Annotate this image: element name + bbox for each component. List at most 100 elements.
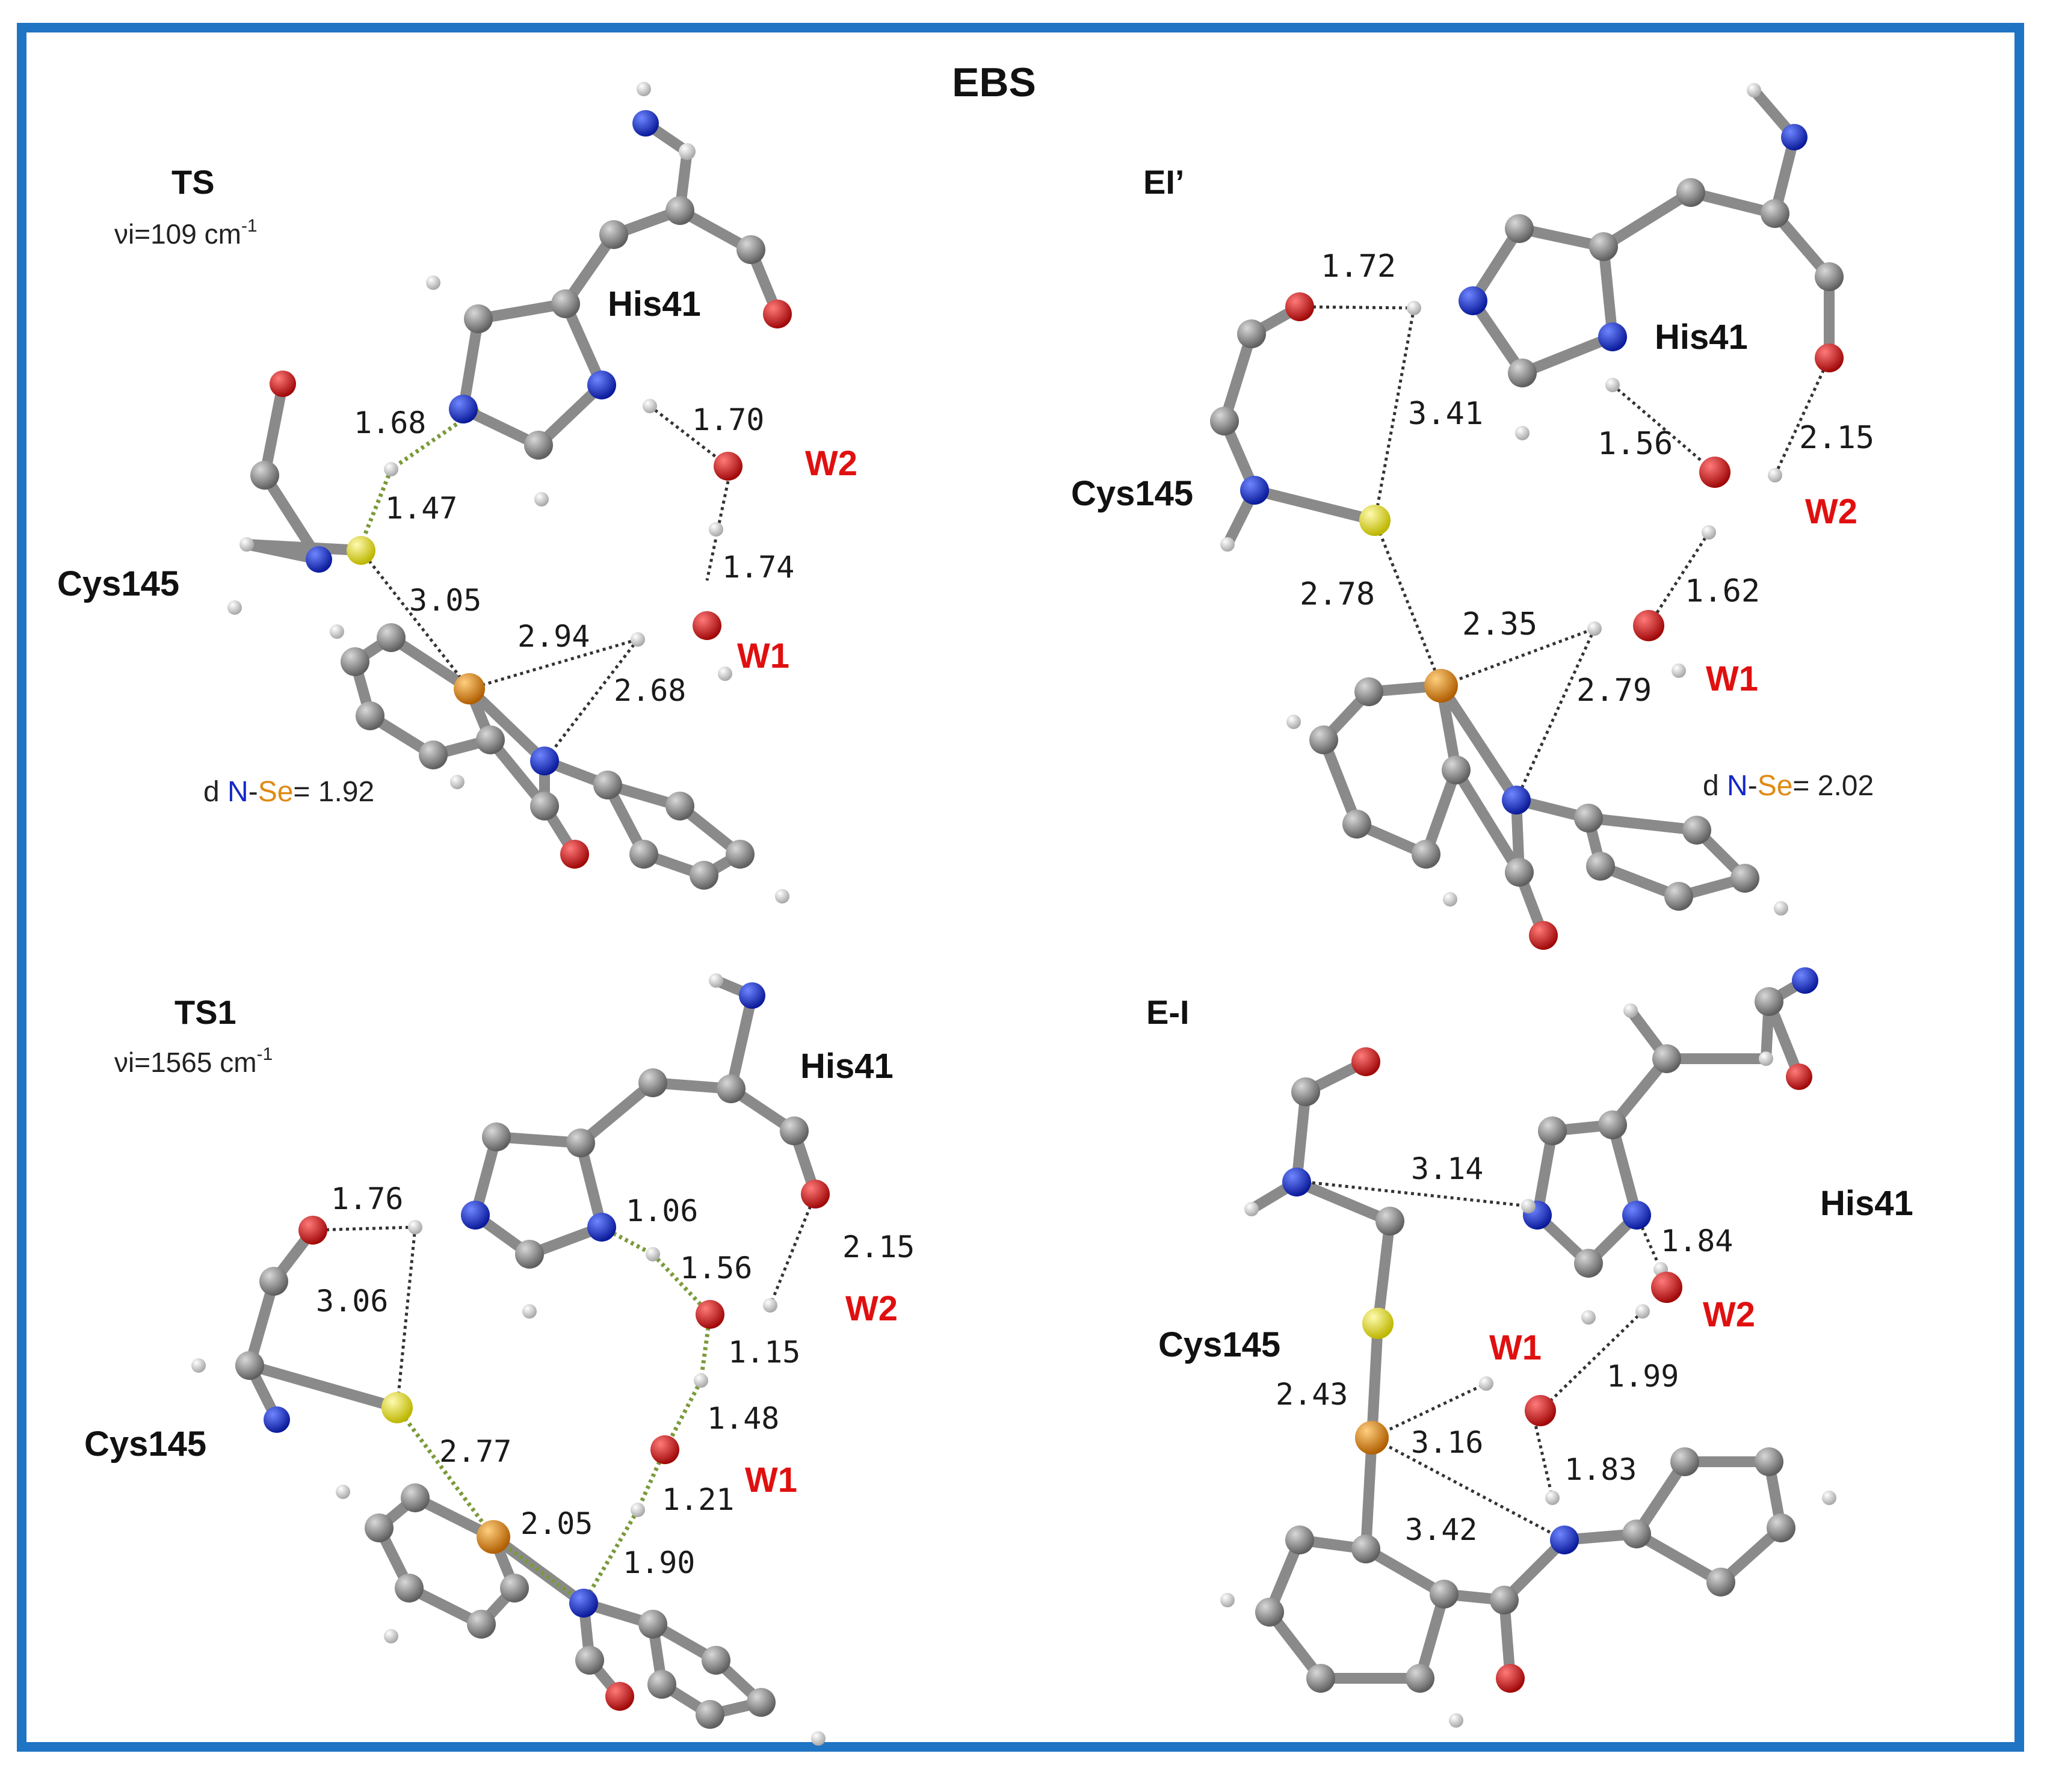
ts-w1-label: W1 [737, 636, 789, 676]
nitrogen-atom [1502, 786, 1531, 814]
hydrogen-bond [395, 1227, 417, 1408]
ts-dist-3: 1.70 [692, 402, 764, 437]
hydrogen-atom [534, 492, 549, 507]
ts1-frequency: νi=1565 cm-1 [114, 1044, 273, 1078]
ei-prime-w2-label: W2 [1805, 492, 1857, 531]
carbon-atom [1755, 1447, 1783, 1476]
carbon-atom [575, 1646, 604, 1675]
oxygen-atom [560, 840, 589, 869]
selenium-atom [477, 1520, 510, 1554]
carbon-atom [1574, 804, 1603, 833]
hydrogen-atom [1286, 715, 1301, 729]
ts1-w1-label: W1 [745, 1461, 797, 1500]
carbon-atom [1354, 677, 1383, 706]
carbon-atom [250, 461, 279, 490]
hydrogen-bond [1373, 307, 1416, 521]
ts1-cys145-label: Cys145 [84, 1424, 206, 1464]
selenium-atom [1355, 1421, 1389, 1455]
carbon-atom [1412, 840, 1440, 869]
ts1-atoms [191, 973, 830, 1746]
nitrogen-atom [1598, 322, 1627, 351]
hydrogen-bond [360, 549, 471, 690]
carbon-atom [1291, 1077, 1320, 1106]
hydrogen-bond [1371, 1436, 1566, 1542]
carbon-atom [1589, 232, 1618, 261]
ts1-dist-9: 1.21 [662, 1482, 734, 1517]
ei-prime-hbonds [1299, 305, 1831, 801]
ei-prime-w1-label: W1 [1706, 659, 1758, 698]
reaction-coordinate-bond [600, 1225, 654, 1257]
carbon-atom [1406, 1664, 1434, 1693]
ei-prime-n-se-distance: d N-Se= 2.02 [1703, 770, 1874, 802]
bond [1631, 1456, 1690, 1539]
carbon-atom [717, 1074, 746, 1103]
hydrogen-bond [649, 405, 729, 467]
bond [1291, 1086, 1311, 1187]
oxygen-atom [1699, 457, 1730, 488]
ts1-distance-labels: 1.76 1.06 3.06 1.56 2.15 1.15 2.77 1.48 … [316, 1181, 915, 1580]
carbon-atom [696, 1700, 724, 1729]
carbon-atom [551, 289, 580, 318]
carbon-atom [524, 431, 553, 460]
bond [458, 313, 484, 414]
figure-title: EBS [952, 60, 1036, 105]
oxygen-atom [1351, 1047, 1380, 1076]
carbon-atom [665, 196, 694, 225]
carbon-atom [235, 1351, 264, 1380]
hydrogen-bond [469, 638, 638, 691]
hydrogen-atom [1443, 892, 1457, 907]
carbon-atom [647, 1670, 676, 1699]
figure-border [17, 23, 2024, 1752]
carbon-atom [1761, 199, 1789, 228]
hydrogen-atom [1747, 83, 1761, 97]
oxygen-atom [1496, 1664, 1525, 1693]
nitrogen-atom [569, 1589, 598, 1618]
bond [1598, 187, 1696, 252]
reaction-coordinate-bond [395, 1406, 495, 1539]
bond [1598, 241, 1618, 342]
e-i-atoms [1220, 967, 1836, 1728]
ei-prime-dist-7: 2.35 [1462, 606, 1537, 642]
carbon-atom [401, 1483, 430, 1512]
carbon-atom [1375, 1207, 1404, 1236]
bond [1517, 331, 1618, 378]
hydrogen-bond [1647, 531, 1711, 627]
hydrogen-atom [1822, 1491, 1836, 1505]
ts1-label: TS1 [174, 993, 236, 1031]
hydrogen-atom [408, 1220, 422, 1234]
hydrogen-atom [1623, 1003, 1638, 1018]
hydrogen-bond [312, 1225, 416, 1232]
carbon-atom [1306, 1664, 1335, 1693]
carbon-atom [476, 725, 505, 754]
hydrogen-bond [1440, 627, 1595, 688]
carbon-atom [1505, 858, 1534, 887]
carbon-atom [1730, 864, 1759, 893]
e-i-dist-1: 3.14 [1411, 1151, 1483, 1186]
carbon-atom [530, 792, 559, 821]
ei-prime-cys145-label: Cys145 [1071, 474, 1193, 513]
carbon-atom [1430, 1580, 1459, 1609]
reaction-coordinate-bond [635, 1449, 667, 1511]
ts1-dist-4: 1.56 [680, 1251, 752, 1285]
oxygen-atom [650, 1435, 679, 1464]
nitrogen-atom [632, 110, 659, 137]
ts-bonds [241, 118, 783, 881]
nitrogen-atom [1550, 1526, 1579, 1554]
bond [244, 1360, 403, 1413]
carbon-atom [1755, 987, 1783, 1016]
bond [1219, 328, 1257, 426]
hydrogen-atom [679, 143, 696, 160]
hydrogen-bond [1611, 384, 1716, 473]
carbon-atom [1508, 359, 1537, 387]
reaction-coordinate-bond [581, 1509, 640, 1604]
bond [1421, 765, 1462, 860]
carbon-atom [1767, 1513, 1795, 1542]
oxygen-atom [605, 1682, 634, 1711]
ei-prime-his41-label: His41 [1655, 318, 1748, 357]
ts-n-se-distance: d N-Se= 1.92 [203, 776, 374, 808]
carbon-atom [365, 1513, 394, 1542]
carbon-atom [1351, 1535, 1380, 1563]
carbon-atom [1442, 756, 1471, 784]
carbon-atom [1574, 1249, 1603, 1278]
ts1-dist-8: 1.48 [707, 1401, 779, 1436]
